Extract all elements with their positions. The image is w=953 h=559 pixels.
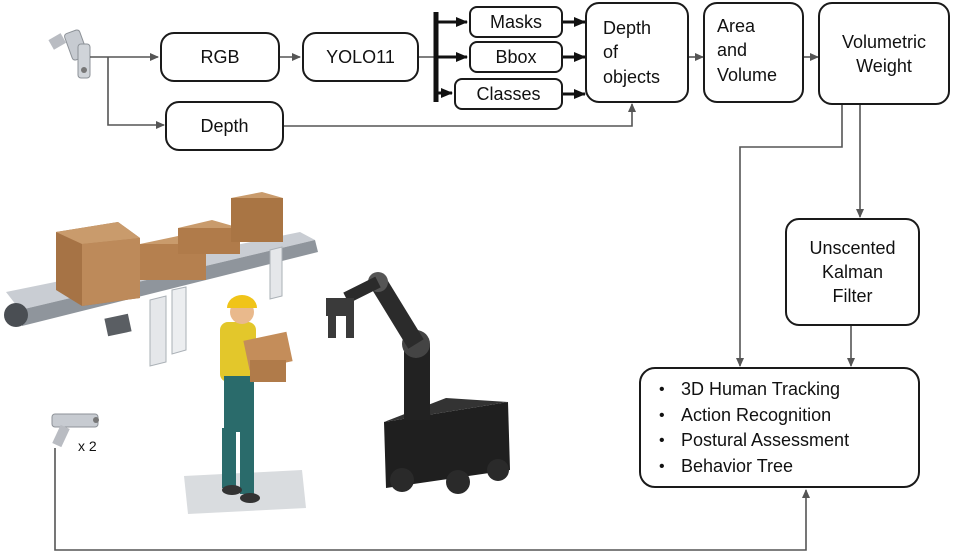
rgb-box: RGB	[160, 32, 280, 82]
depth-label: Depth	[200, 115, 249, 136]
rgb-label: RGB	[200, 46, 240, 67]
output-item: Behavior Tree	[651, 454, 918, 480]
cardboard-boxes	[56, 192, 283, 306]
output-item: Action Recognition	[651, 403, 918, 429]
masks-label: Masks	[489, 11, 542, 32]
yolo-label: YOLO11	[326, 46, 395, 67]
classes-label: Classes	[476, 83, 541, 104]
area-volume-label: Area and Volume	[717, 16, 778, 85]
yolo-box: YOLO11	[302, 32, 419, 82]
camera-icon	[48, 29, 91, 79]
masks-box: Masks	[469, 6, 563, 38]
depth-box: Depth	[165, 101, 284, 151]
output-item: 3D Human Tracking	[651, 377, 918, 403]
mobile-robot-arm-illustration	[326, 272, 510, 494]
depth-of-objects-label: Depth of objects	[603, 18, 661, 87]
camera-count-label: x 2	[78, 438, 97, 454]
camera-pair-icon	[51, 413, 99, 448]
worker-illustration	[184, 295, 306, 514]
depth-of-objects-box: Depth of objects	[585, 2, 689, 103]
volumetric-weight-box: Volumetric Weight	[818, 2, 950, 105]
bbox-label: Bbox	[495, 46, 537, 67]
output-item: Postural Assessment	[651, 428, 918, 454]
ukf-box: Unscented Kalman Filter	[785, 218, 920, 326]
outputs-box: 3D Human Tracking Action Recognition Pos…	[639, 367, 920, 488]
classes-box: Classes	[454, 78, 563, 110]
ukf-label: Unscented Kalman Filter	[809, 237, 896, 307]
volumetric-weight-label: Volumetric Weight	[841, 32, 927, 77]
area-volume-box: Area and Volume	[703, 2, 804, 103]
bbox-box: Bbox	[469, 41, 563, 73]
